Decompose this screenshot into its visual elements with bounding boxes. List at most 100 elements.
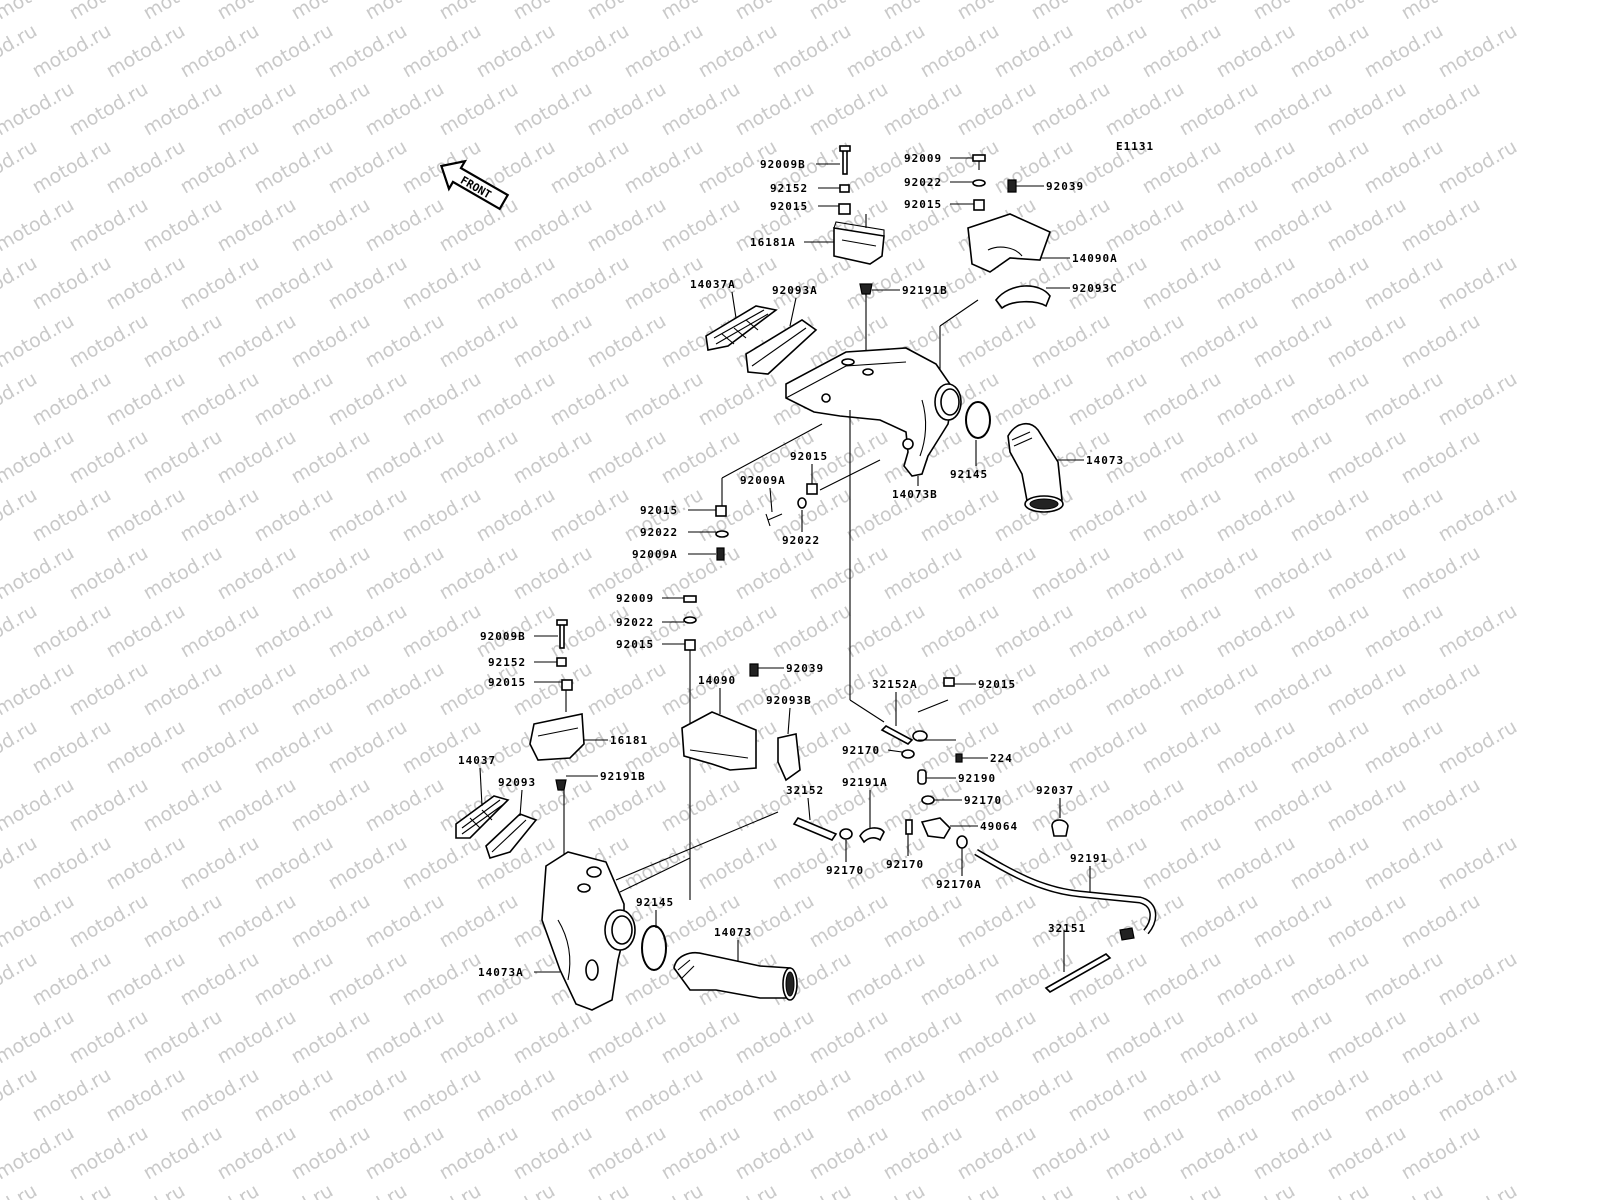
watermark-text: motod.ru (1324, 1122, 1410, 1185)
watermark-text: motod.ru (214, 1122, 300, 1185)
watermark-text: motod.ru (362, 310, 448, 373)
watermark-text: motod.ru (140, 774, 226, 837)
watermark-text: motod.ru (399, 1180, 485, 1200)
watermark-text: motod.ru (29, 20, 115, 83)
watermark-text: motod.ru (1250, 890, 1336, 953)
watermark-text: motod.ru (1398, 774, 1484, 837)
o-ring-92145-low (641, 925, 667, 971)
watermark-text: motod.ru (29, 368, 115, 431)
watermark-text: motod.ru (1213, 484, 1299, 547)
watermark-text: motod.ru (991, 1064, 1077, 1127)
watermark-text: motod.ru (806, 1122, 892, 1185)
watermark-text: motod.ru (214, 426, 300, 489)
watermark-text: motod.ru (1102, 0, 1188, 24)
watermark-text: motod.ru (1102, 542, 1188, 605)
watermark-text: motod.ru (103, 600, 189, 663)
watermark-text: motod.ru (66, 310, 152, 373)
label-92015-right: 92015 (978, 678, 1016, 691)
washer-92022-left (715, 530, 729, 538)
foam-92093 (485, 813, 538, 859)
watermark-text: motod.ru (362, 774, 448, 837)
watermark-text: motod.ru (325, 484, 411, 547)
watermark-text: motod.ru (658, 426, 744, 489)
watermark-text: motod.ru (0, 426, 78, 489)
watermark-text: motod.ru (0, 1180, 41, 1200)
watermark-text: motod.ru (1176, 1006, 1262, 1069)
watermark-text: motod.ru (362, 890, 448, 953)
watermark-text: motod.ru (103, 832, 189, 895)
watermark-text: motod.ru (843, 948, 929, 1011)
watermark-text: motod.ru (1287, 1180, 1373, 1200)
watermark-text: motod.ru (1324, 78, 1410, 141)
watermark-text: motod.ru (1361, 20, 1447, 83)
duct-14073-top (1007, 423, 1064, 513)
watermark-text: motod.ru (1287, 600, 1373, 663)
watermark-text: motod.ru (1361, 1180, 1447, 1200)
watermark-text: motod.ru (103, 20, 189, 83)
watermark-text: motod.ru (1361, 484, 1447, 547)
label-92009B-low: 92009B (480, 630, 526, 643)
watermark-text: motod.ru (1398, 0, 1484, 24)
watermark-text: motod.ru (1065, 600, 1151, 663)
watermark-text: motod.ru (917, 716, 1003, 779)
watermark-text: motod.ru (1435, 136, 1521, 199)
watermark-text: motod.ru (621, 1180, 707, 1200)
watermark-text: motod.ru (991, 368, 1077, 431)
watermark-text: motod.ru (325, 600, 411, 663)
watermark-text: motod.ru (251, 252, 337, 315)
label-92009A-mid: 92009A (740, 474, 786, 487)
watermark-text: motod.ru (1250, 310, 1336, 373)
hose-92191A (859, 827, 885, 844)
watermark-text: motod.ru (806, 1006, 892, 1069)
watermark-text: motod.ru (1028, 78, 1114, 141)
watermark-text: motod.ru (880, 1006, 966, 1069)
watermark-text: motod.ru (1102, 78, 1188, 141)
watermark-text: motod.ru (288, 0, 374, 24)
watermark-text: motod.ru (732, 1006, 818, 1069)
watermark-text: motod.ru (1213, 832, 1299, 895)
watermark-text: motod.ru (251, 368, 337, 431)
watermark-text: motod.ru (1250, 0, 1336, 24)
label-92191A: 92191A (842, 776, 888, 789)
watermark-text: motod.ru (1324, 1006, 1410, 1069)
watermark-text: motod.ru (880, 542, 966, 605)
watermark-text: motod.ru (214, 310, 300, 373)
watermark-text: motod.ru (1361, 948, 1447, 1011)
screw-92039-top (1007, 179, 1017, 193)
watermark-text: motod.ru (177, 20, 263, 83)
label-92152-low: 92152 (488, 656, 526, 669)
bolt-92009-low (683, 595, 697, 603)
label-92145-top: 92145 (950, 468, 988, 481)
watermark-text: motod.ru (177, 252, 263, 315)
watermark-text: motod.ru (1435, 1064, 1521, 1127)
upper-assembly (705, 145, 1064, 723)
watermark-text: motod.ru (362, 1122, 448, 1185)
clamp-92170-d (905, 819, 913, 835)
watermark-text: motod.ru (880, 0, 966, 24)
watermark-text: motod.ru (843, 600, 929, 663)
watermark-text: motod.ru (362, 194, 448, 257)
watermark-text: motod.ru (140, 1122, 226, 1185)
cover-14090A (967, 213, 1052, 273)
watermark-text: motod.ru (288, 310, 374, 373)
watermark-text: motod.ru (695, 484, 781, 547)
grommet-92015-top (838, 203, 851, 215)
watermark-text: motod.ru (954, 1006, 1040, 1069)
watermark-text: motod.ru (621, 136, 707, 199)
watermark-text: motod.ru (325, 368, 411, 431)
part-224 (955, 753, 963, 763)
watermark-text: motod.ru (473, 1064, 559, 1127)
watermark-text: motod.ru (1435, 252, 1521, 315)
watermark-text: motod.ru (621, 1064, 707, 1127)
watermark-text: motod.ru (1324, 310, 1410, 373)
watermark-text: motod.ru (1250, 774, 1336, 837)
watermark-text: motod.ru (436, 78, 522, 141)
label-92191: 92191 (1070, 852, 1108, 865)
watermark-text: motod.ru (1139, 1064, 1225, 1127)
watermark-text: motod.ru (473, 1180, 559, 1200)
clamp-92170-b (921, 795, 935, 805)
watermark-text: motod.ru (1287, 484, 1373, 547)
watermark-text: motod.ru (769, 1064, 855, 1127)
watermark-text: motod.ru (1065, 1180, 1151, 1200)
label-92170A: 92170A (936, 878, 982, 891)
